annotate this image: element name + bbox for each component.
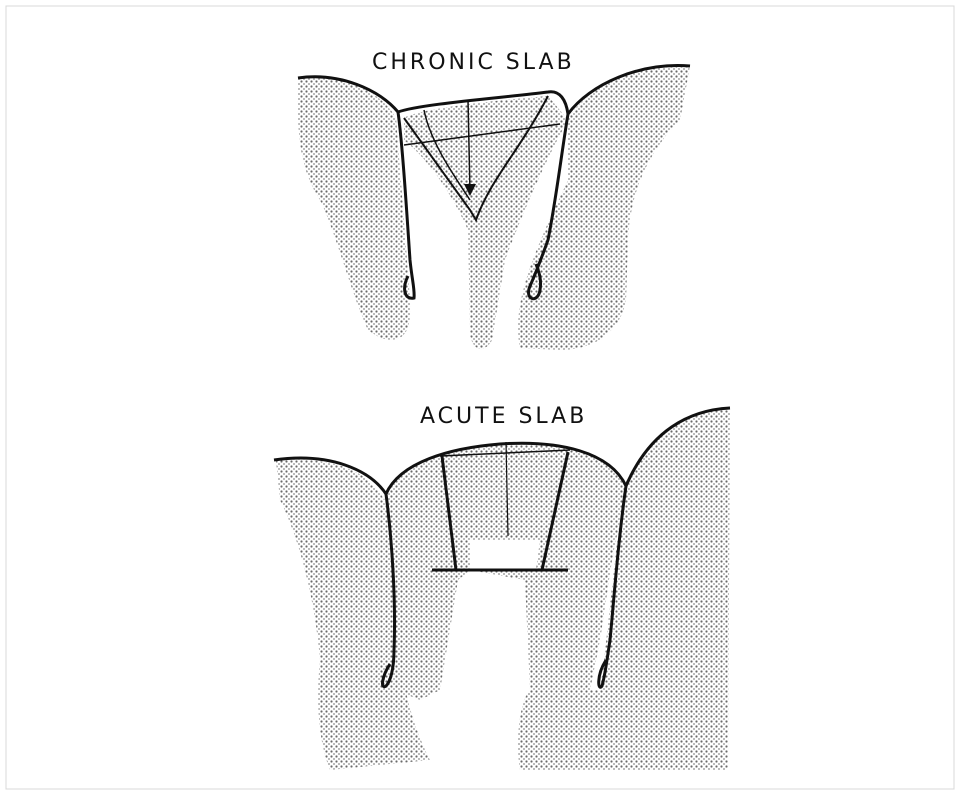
chronic-slab-diagram — [298, 66, 690, 350]
acute-defect — [470, 540, 540, 570]
acute-slab-title: ACUTE SLAB — [420, 404, 587, 429]
chronic-slab-title: CHRONIC SLAB — [372, 50, 575, 75]
acute-center-tissue — [384, 443, 626, 700]
chronic-left-tissue — [298, 77, 411, 340]
acute-slab-diagram — [274, 408, 730, 770]
